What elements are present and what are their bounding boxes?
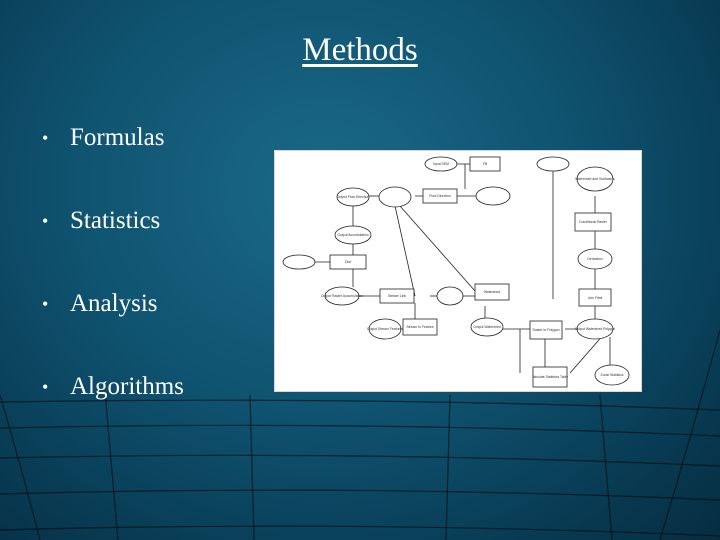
diagram-box: [379, 288, 415, 304]
diagram-oval: [576, 166, 614, 192]
diagram-label: Stream Link: [388, 294, 406, 298]
diagram-oval: [324, 286, 360, 306]
diagram-box: [578, 288, 612, 307]
diagram-label: Join Field: [588, 296, 603, 300]
diagram-label: Tabulate Statistics Table: [532, 375, 568, 379]
diagram-label: Flow Direction: [429, 194, 451, 198]
diagram-box: [329, 254, 367, 270]
diagram-oval: [577, 248, 613, 270]
diagram-oval: [536, 156, 570, 172]
diagram-box: [402, 318, 438, 336]
diagram-label: Conditional Raster: [579, 220, 608, 224]
bullet-glyph: •: [42, 128, 49, 148]
diagram-oval: [368, 318, 402, 340]
diagram-box: [574, 212, 612, 232]
diagram-oval: [378, 186, 412, 208]
bullet-glyph: •: [42, 211, 49, 231]
flowchart-diagram: Fill Flow Direction Dist Stream Link Wat…: [275, 151, 641, 391]
diagram-box: [474, 283, 510, 301]
diagram-label: Fill: [483, 162, 488, 166]
bullet-glyph: •: [42, 377, 49, 397]
diagram-oval: [470, 317, 504, 337]
diagram-oval: [336, 187, 370, 207]
bullet-glyph: •: [42, 294, 49, 314]
diagram-oval: [282, 254, 316, 270]
diagram-box: [529, 320, 563, 340]
diagram-box: [422, 188, 458, 204]
bullet-item: • Analysis: [40, 284, 184, 367]
diagram-label: Raster to Polygon: [533, 328, 560, 332]
diagram-label: Watershed: [484, 290, 500, 294]
diagram-oval: [436, 286, 464, 306]
flowchart-svg: Fill Flow Direction Dist Stream Link Wat…: [282, 156, 630, 388]
diagram-label: Input DEM: [433, 162, 449, 166]
diagram-label: Watershed and Subbasins: [575, 177, 615, 181]
diagram-label: Derivation: [587, 257, 602, 261]
diagram-box: [469, 156, 501, 172]
bullet-list: • Formulas • Statistics • Analysis • Alg…: [40, 118, 184, 450]
bullet-text: Statistics: [70, 207, 161, 234]
diagram-oval: [576, 318, 614, 340]
diagram-oval: [594, 364, 630, 386]
diagram-label: Output Accumulation: [337, 233, 368, 237]
bullet-item: • Formulas: [40, 118, 184, 201]
bullet-text: Formulas: [70, 124, 165, 151]
diagram-label: Output Stream Features: [367, 327, 404, 331]
bullet-text: Analysis: [70, 290, 158, 317]
bullet-item: • Algorithms: [40, 367, 184, 450]
diagram-oval: [334, 225, 372, 245]
diagram-box: [532, 366, 568, 388]
slide-title: Methods: [302, 32, 418, 68]
diagram-oval: [424, 156, 458, 172]
bullet-item: • Statistics: [40, 201, 184, 284]
bullet-text: Algorithms: [70, 373, 184, 400]
diagram-label: Output Flow Direction: [337, 195, 370, 199]
diagram-label: Output Watershed: [473, 325, 501, 329]
diagram-label: Zonal Statistics: [601, 373, 624, 377]
diagram-oval: [475, 186, 511, 206]
diagram-label: Dist: [345, 260, 351, 264]
diagram-label: Stream to Feature: [406, 325, 433, 329]
diagram-label: Output Watershed Polygon: [575, 327, 616, 331]
diagram-label: Output Raster Accumulation: [321, 294, 363, 298]
